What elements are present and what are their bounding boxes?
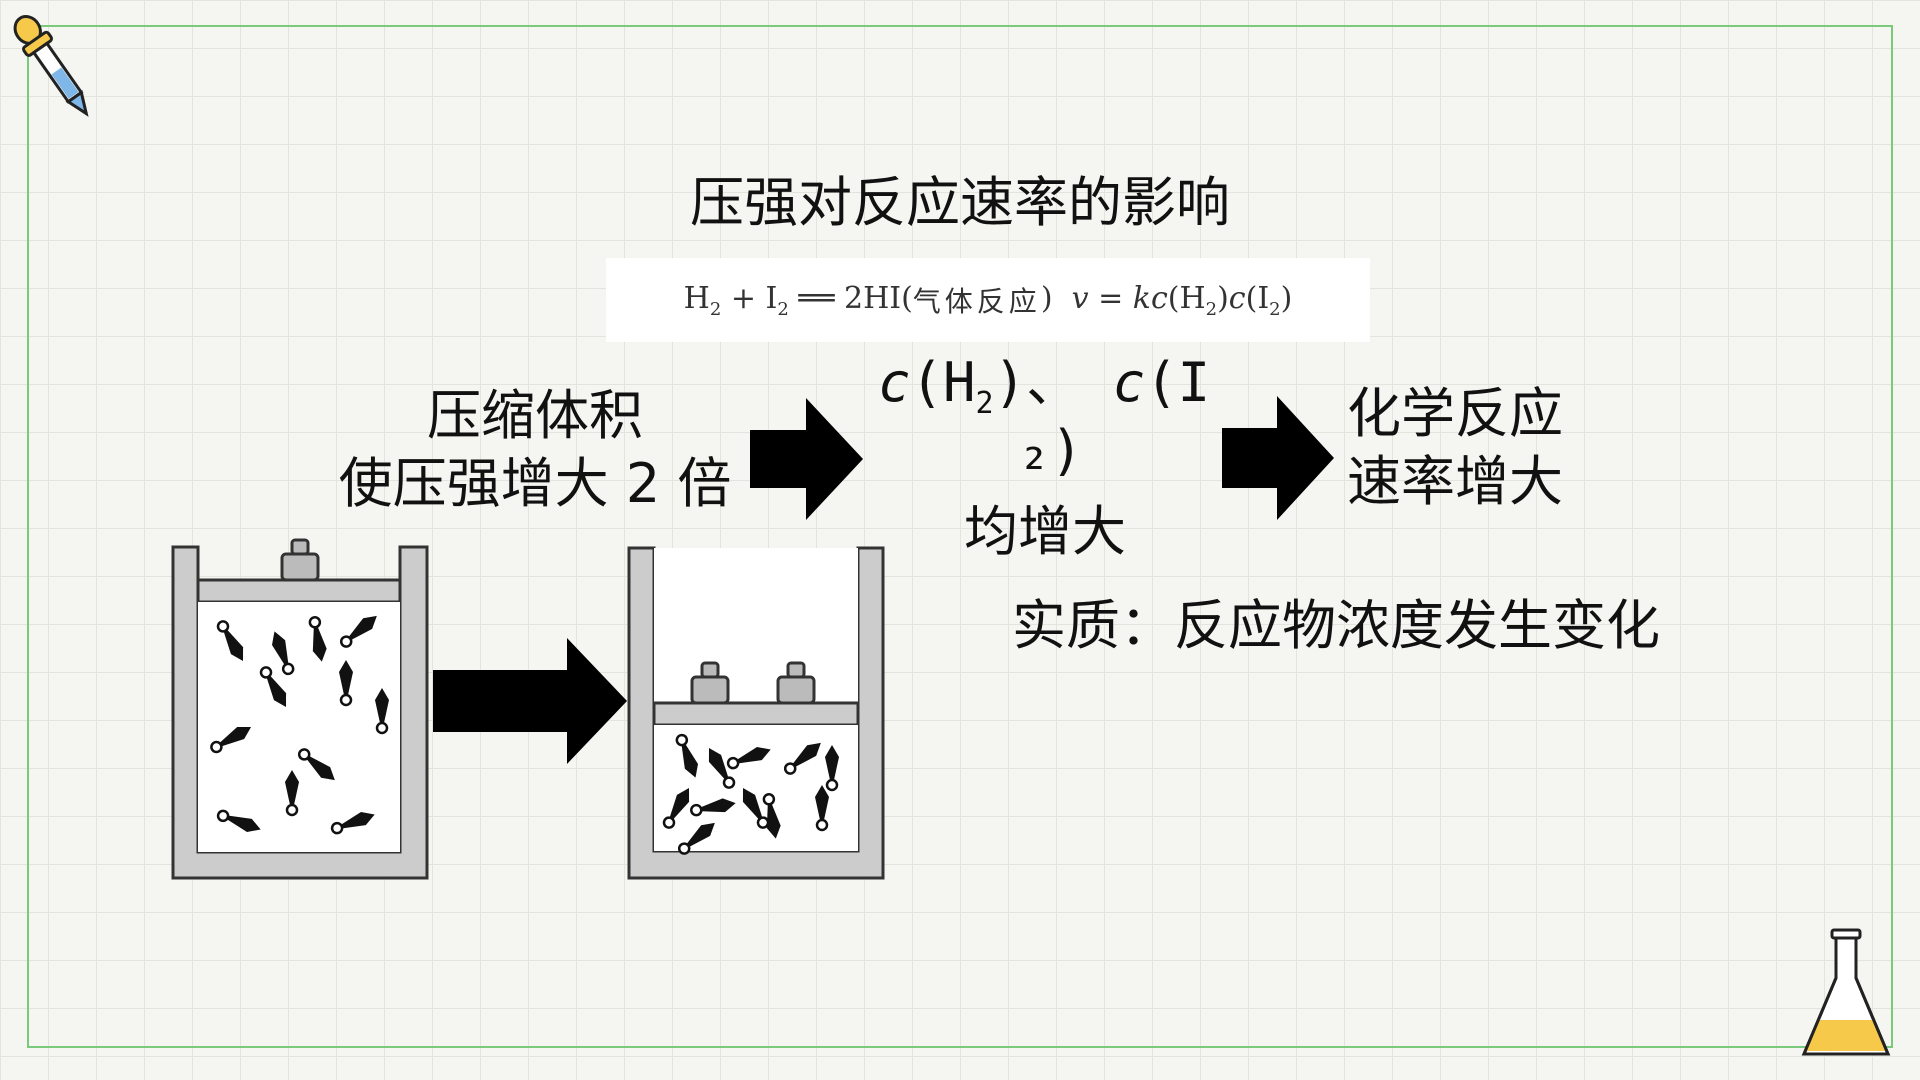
flask-icon <box>1801 928 1891 1056</box>
molecules-after <box>662 733 839 855</box>
dropper-icon <box>13 15 89 117</box>
molecule <box>339 660 353 707</box>
molecule <box>216 620 244 662</box>
molecule <box>690 798 736 817</box>
molecule <box>762 793 781 839</box>
molecule <box>677 822 715 855</box>
molecule <box>708 747 736 789</box>
cylinder-before <box>171 538 429 880</box>
molecule <box>308 616 327 662</box>
molecule <box>339 615 377 648</box>
concentration-line2: ₂) <box>1018 419 1084 482</box>
molecule <box>726 747 771 770</box>
compress-line2: 使压强增大 2 倍 <box>338 452 732 515</box>
arrow-compress <box>433 638 627 764</box>
rate-line1: 化学反应 <box>1347 382 1563 445</box>
compress-text: 压缩体积 使压强增大 2 倍 <box>320 382 750 518</box>
molecules-before <box>210 615 389 835</box>
molecule <box>815 785 829 832</box>
molecule <box>210 726 252 754</box>
molecule <box>675 733 698 778</box>
cylinder-after <box>627 546 885 880</box>
slide-frame <box>27 25 1893 1048</box>
arrow-right-2 <box>1222 396 1334 520</box>
page-title: 压强对反应速率的影响 <box>690 171 1230 234</box>
molecule <box>330 812 375 835</box>
molecule <box>375 688 389 735</box>
molecule <box>825 745 839 792</box>
compress-line1: 压缩体积 <box>427 384 643 447</box>
formula-note: 气体反应 <box>912 285 1041 318</box>
arrow-right-1 <box>750 398 863 520</box>
reaction-formula: H2 + I2 ══ 2HI( 气体反应 ) v = kc(H2)c(I2) <box>606 258 1370 342</box>
molecule <box>783 742 821 775</box>
molecule <box>216 809 261 832</box>
rate-text: 化学反应 速率增大 <box>1347 380 1563 516</box>
molecule <box>285 770 299 817</box>
concentration-line1: c(H2)、 c(I <box>878 351 1211 421</box>
molecule <box>662 787 690 829</box>
concentration-text: c(H2)、 c(I ₂) 均增大 <box>878 348 1218 563</box>
molecule <box>272 631 295 676</box>
rate-line2: 速率增大 <box>1347 450 1563 513</box>
molecule <box>297 748 335 781</box>
molecule <box>259 666 287 708</box>
concentration-line3: 均增大 <box>964 500 1126 563</box>
essence-text: 实质：反应物浓度发生变化 <box>1012 594 1660 657</box>
